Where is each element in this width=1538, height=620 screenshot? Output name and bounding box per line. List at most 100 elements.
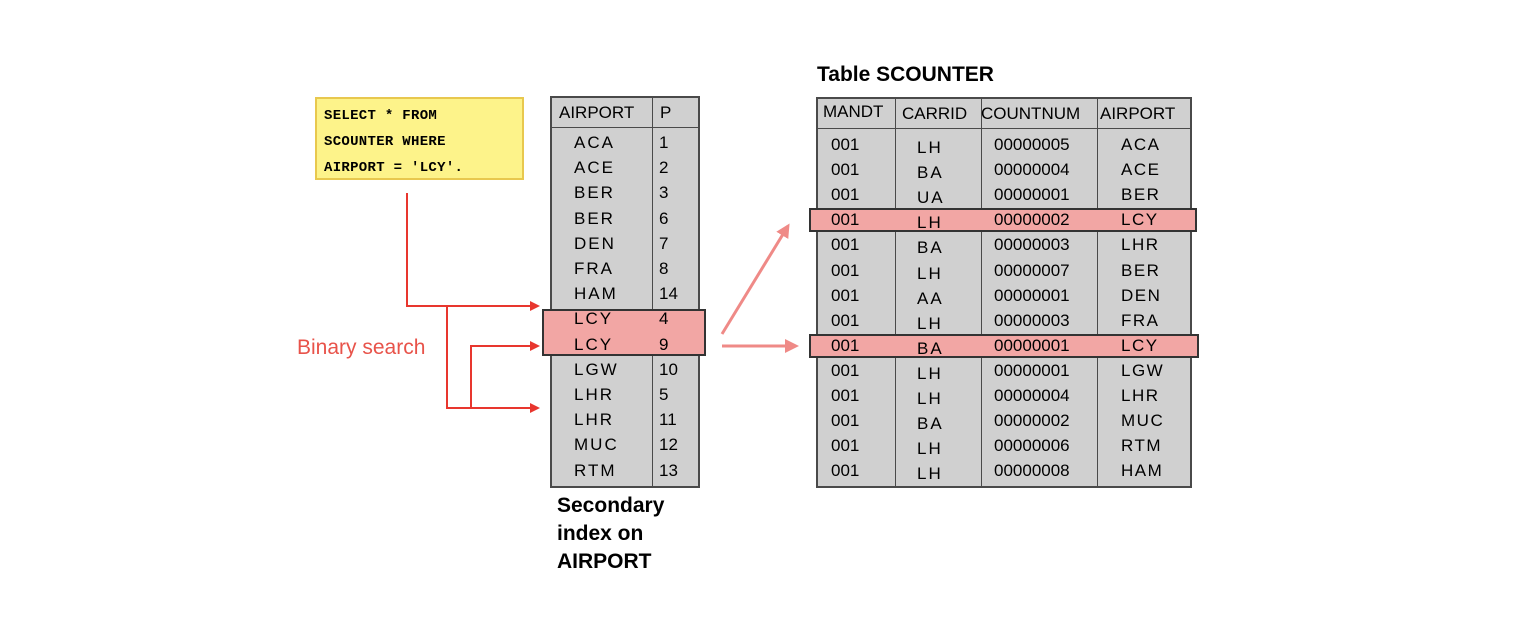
scounter-highlight-row-9 bbox=[809, 334, 1199, 358]
index-cell-pointer: 7 bbox=[659, 233, 669, 253]
scounter-title: Table SCOUNTER bbox=[817, 63, 994, 86]
scounter-cell-mandt: 001 bbox=[831, 411, 860, 431]
scounter-header-carrid: CARRID bbox=[902, 104, 968, 123]
index-cell-pointer: 3 bbox=[659, 183, 669, 203]
scounter-cell-mandt: 001 bbox=[831, 235, 860, 255]
scounter-cell-mandt: 001 bbox=[831, 335, 860, 355]
scounter-cell-carrid: UA bbox=[917, 188, 945, 208]
binary-search-arrows bbox=[446, 306, 540, 413]
scounter-cell-countnum: 00000002 bbox=[994, 210, 1070, 230]
index-cell-airport: HAM bbox=[574, 284, 618, 304]
scounter-cell-carrid: LH bbox=[917, 263, 943, 283]
index-cell-pointer: 2 bbox=[659, 158, 669, 178]
sql-line: AIRPORT = 'LCY'. bbox=[324, 160, 464, 176]
scounter-header-mandt: MANDT bbox=[823, 102, 884, 121]
scounter-cell-airport: RTM bbox=[1121, 436, 1163, 456]
scounter-cell-countnum: 00000002 bbox=[994, 411, 1070, 431]
index-cell-pointer: 5 bbox=[659, 385, 669, 404]
caption-line: Secondary bbox=[557, 494, 665, 517]
scounter-cell-carrid: LH bbox=[917, 138, 943, 157]
scounter-cell-mandt: 001 bbox=[831, 285, 860, 305]
index-cell-airport: MUC bbox=[574, 435, 619, 455]
scounter-cell-mandt: 001 bbox=[831, 135, 860, 154]
index-cell-pointer: 12 bbox=[659, 435, 678, 455]
scounter-cell-airport: LCY bbox=[1121, 335, 1159, 355]
scounter-cell-airport: LCY bbox=[1121, 210, 1159, 230]
scounter-cell-countnum: 00000001 bbox=[994, 335, 1070, 355]
index-cell-airport: DEN bbox=[574, 233, 616, 253]
scounter-cell-countnum: 00000003 bbox=[994, 310, 1070, 330]
binary-search-label: Binary search bbox=[297, 336, 426, 359]
scounter-cell-mandt: 001 bbox=[831, 160, 860, 180]
scounter-cell-carrid: LH bbox=[917, 439, 943, 459]
scounter-cell-carrid: BA bbox=[917, 238, 944, 258]
scounter-cell-airport: ACE bbox=[1121, 160, 1161, 180]
scounter-cell-carrid: LH bbox=[917, 363, 943, 383]
scounter-cell-carrid: BA bbox=[917, 338, 944, 358]
scounter-cell-airport: FRA bbox=[1121, 310, 1160, 330]
scounter-cell-countnum: 00000007 bbox=[994, 260, 1070, 280]
index-cell-airport: BER bbox=[574, 183, 615, 203]
index-cell-airport: LCY bbox=[574, 309, 614, 329]
scounter-table: MANDT CARRID COUNTNUM AIRPORT bbox=[816, 97, 1192, 488]
scounter-cell-countnum: 00000006 bbox=[994, 436, 1070, 456]
index-cell-pointer: 8 bbox=[659, 259, 669, 278]
scounter-cell-countnum: 00000001 bbox=[994, 185, 1070, 205]
index-cell-pointer: 6 bbox=[659, 208, 669, 228]
scounter-cell-mandt: 001 bbox=[831, 310, 860, 330]
scounter-cell-carrid: LH bbox=[917, 313, 943, 333]
scounter-cell-countnum: 00000008 bbox=[994, 461, 1070, 481]
scounter-cell-mandt: 001 bbox=[831, 260, 860, 280]
sql-query-box: SELECT * FROM SCOUNTER WHERE AIRPORT = '… bbox=[315, 97, 524, 180]
scounter-cell-airport: HAM bbox=[1121, 461, 1164, 481]
index-cell-airport: LCY bbox=[574, 334, 614, 354]
index-cell-pointer: 1 bbox=[659, 133, 669, 152]
index-to-table-arrows bbox=[720, 223, 799, 353]
scounter-cell-airport: BER bbox=[1121, 260, 1161, 280]
index-cell-pointer: 4 bbox=[659, 309, 669, 329]
scounter-cell-mandt: 001 bbox=[831, 360, 860, 380]
index-highlight bbox=[542, 309, 706, 356]
scounter-cell-mandt: 001 bbox=[831, 185, 860, 205]
scounter-cell-carrid: LH bbox=[917, 389, 943, 408]
index-cell-airport: ACE bbox=[574, 158, 615, 178]
index-cell-pointer: 11 bbox=[659, 410, 677, 430]
scounter-cell-countnum: 00000005 bbox=[994, 135, 1070, 154]
scounter-cell-carrid: AA bbox=[917, 288, 944, 308]
scounter-highlight-row-4 bbox=[809, 208, 1197, 232]
scounter-cell-mandt: 001 bbox=[831, 386, 860, 405]
secondary-index-table: AIRPORT P bbox=[550, 96, 700, 488]
sql-line: SCOUNTER WHERE bbox=[324, 134, 446, 150]
index-cell-pointer: 14 bbox=[659, 284, 678, 304]
index-cell-pointer: 9 bbox=[659, 334, 669, 354]
scounter-cell-airport: LHR bbox=[1121, 235, 1160, 255]
scounter-cell-airport: MUC bbox=[1121, 411, 1165, 431]
index-header-p: P bbox=[660, 103, 672, 122]
scounter-header-airport: AIRPORT bbox=[1100, 104, 1176, 123]
scounter-cell-airport: LHR bbox=[1121, 386, 1160, 405]
index-caption: Secondary index on AIRPORT bbox=[557, 492, 664, 576]
index-cell-airport: LHR bbox=[574, 385, 615, 404]
scounter-cell-carrid: BA bbox=[917, 163, 944, 183]
query-to-index-arrow bbox=[406, 193, 540, 311]
index-cell-airport: LHR bbox=[574, 410, 615, 430]
scounter-cell-carrid: BA bbox=[917, 414, 944, 434]
sql-line: SELECT * FROM bbox=[324, 108, 438, 124]
index-cell-airport: BER bbox=[574, 208, 615, 228]
index-cell-airport: ACA bbox=[574, 133, 615, 152]
scounter-cell-countnum: 00000001 bbox=[994, 360, 1070, 380]
scounter-cell-countnum: 00000003 bbox=[994, 235, 1070, 255]
scounter-header-countnum: COUNTNUM bbox=[981, 104, 1081, 123]
scounter-cell-countnum: 00000001 bbox=[994, 285, 1070, 305]
scounter-cell-airport: BER bbox=[1121, 185, 1161, 205]
index-cell-pointer: 13 bbox=[659, 460, 678, 480]
scounter-cell-mandt: 001 bbox=[831, 436, 860, 456]
index-header-airport: AIRPORT bbox=[559, 103, 635, 122]
caption-line: index on bbox=[557, 522, 644, 545]
index-cell-airport: RTM bbox=[574, 460, 617, 480]
scounter-cell-carrid: LH bbox=[917, 464, 943, 484]
index-cell-pointer: 10 bbox=[659, 359, 678, 379]
scounter-cell-airport: LGW bbox=[1121, 360, 1165, 380]
scounter-cell-countnum: 00000004 bbox=[994, 386, 1070, 405]
